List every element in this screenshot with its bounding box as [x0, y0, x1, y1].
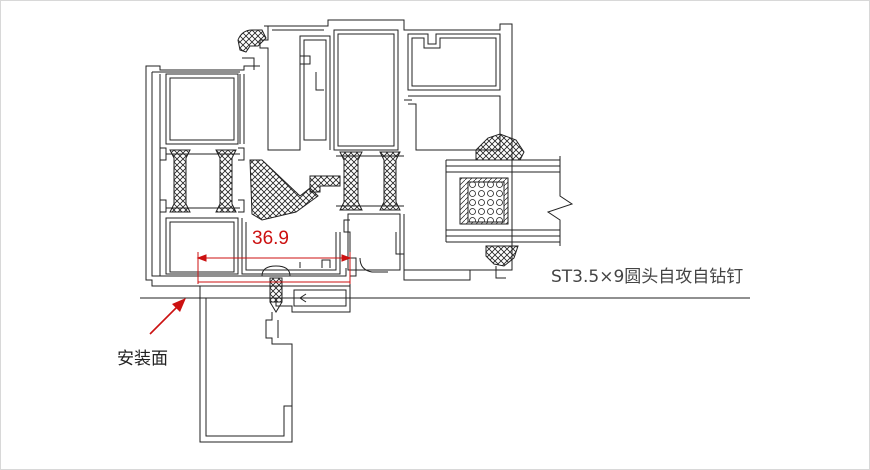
mounting-surface-arrow: [149, 298, 186, 335]
thermal-break-left: [166, 149, 240, 213]
mounting-surface-label: 安装面: [117, 349, 168, 369]
self-drilling-screw: [261, 265, 291, 313]
glass-unit: [445, 156, 574, 246]
thermal-break-sash: [336, 151, 404, 211]
center-gasket: [249, 159, 341, 221]
screw-label: ST3.5×9圆头自攻自钻钉: [551, 267, 744, 287]
outer-frame-profile: [145, 65, 357, 287]
sash-profile: [259, 19, 513, 271]
gasket-top: [237, 29, 267, 70]
glazing-gasket-bottom: [485, 245, 519, 279]
glazing-gasket-top: [475, 133, 525, 161]
sub-frame-profile: [199, 286, 351, 443]
dimension-line: [196, 252, 352, 284]
dimension-label: 36.9: [252, 228, 289, 249]
